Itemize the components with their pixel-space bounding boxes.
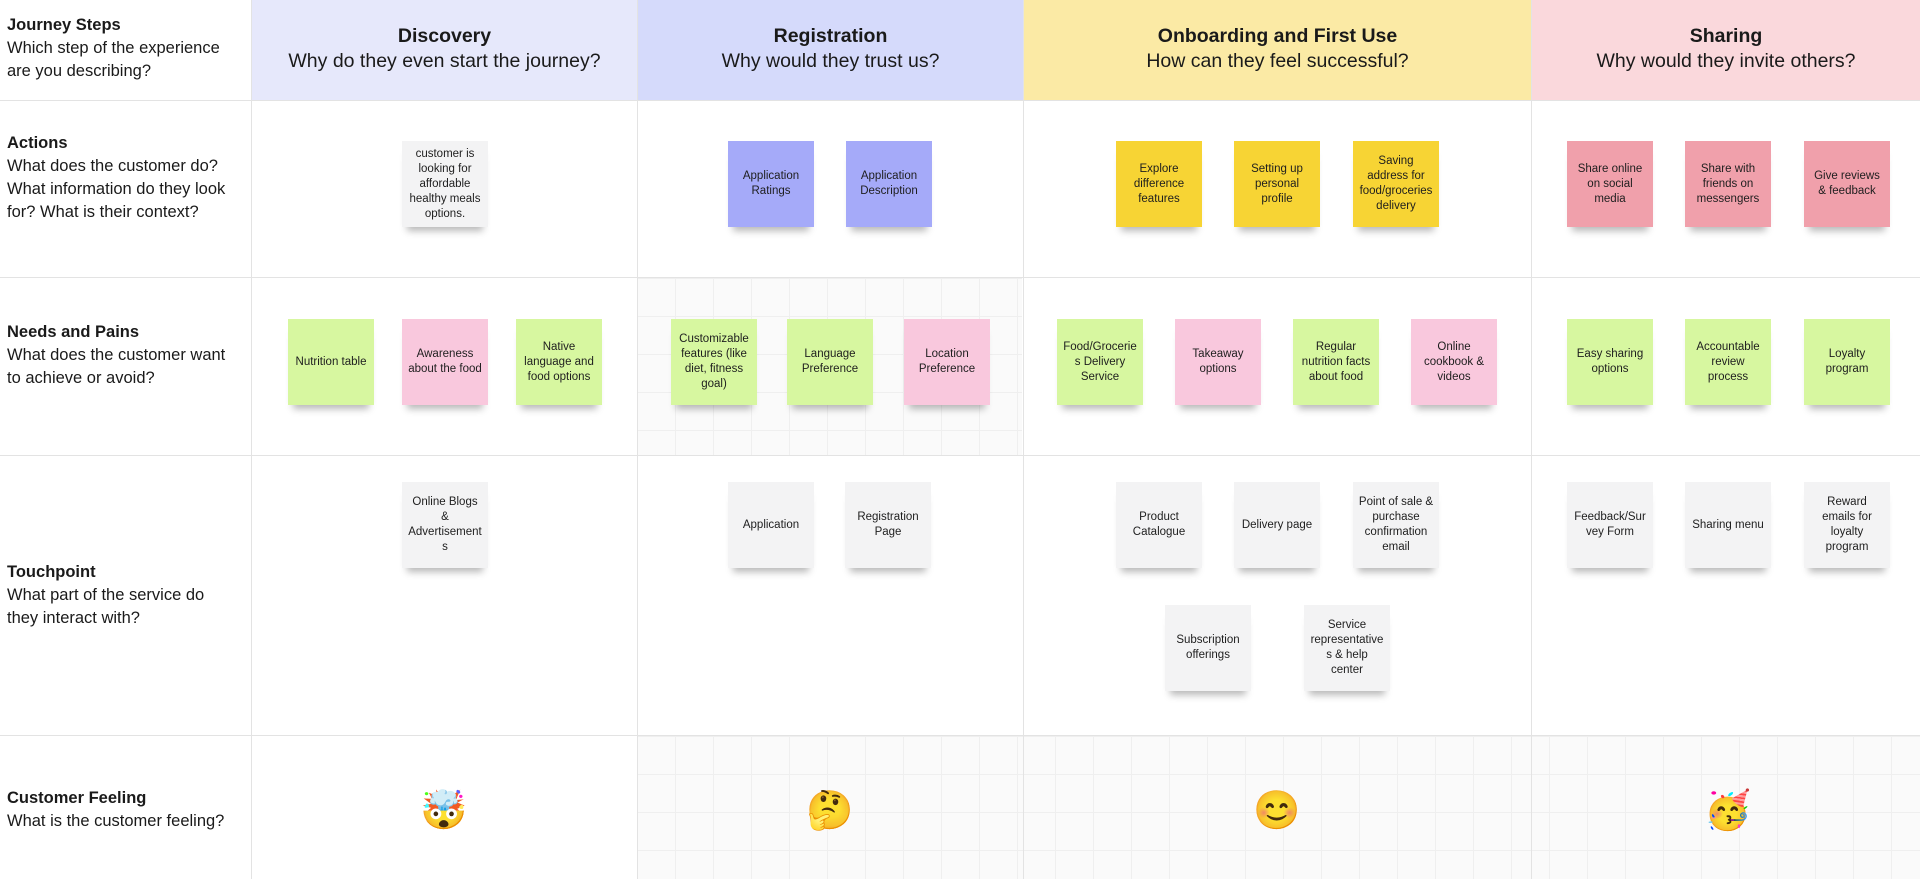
sticky-note[interactable]: Online cookbook & videos: [1411, 319, 1497, 405]
sticky-note[interactable]: Feedback/Survey Form: [1567, 482, 1653, 568]
sticky-note[interactable]: Product Catalogue: [1116, 482, 1202, 568]
row-label-needs-pains: Needs and Pains What does the customer w…: [0, 321, 240, 390]
sticky-note[interactable]: Awareness about the food: [402, 319, 488, 405]
sticky-note[interactable]: Explore difference features: [1116, 141, 1202, 227]
row-desc: What is the customer feeling?: [7, 812, 225, 830]
row-label-touchpoint: Touchpoint What part of the service do t…: [0, 561, 230, 630]
sticky-note[interactable]: Share with friends on messengers: [1685, 141, 1771, 227]
sticky-note[interactable]: Reward emails for loyalty program: [1804, 482, 1890, 568]
sticky-note[interactable]: Food/Groceries Delivery Service: [1057, 319, 1143, 405]
column-question: How can they feel successful?: [1146, 50, 1409, 72]
sticky-note[interactable]: Subscription offerings: [1165, 605, 1251, 691]
column-title: Sharing: [1689, 25, 1763, 47]
sticky-note[interactable]: Application Ratings: [728, 141, 814, 227]
row-label-customer-feeling: Customer Feeling What is the customer fe…: [0, 787, 240, 833]
sticky-note[interactable]: Language Preference: [787, 319, 873, 405]
column-divider: [1023, 0, 1024, 879]
sticky-note[interactable]: Saving address for food/groceries delive…: [1353, 141, 1439, 227]
partying-face-emoji-icon: 🥳: [1704, 790, 1752, 832]
sticky-note[interactable]: Customizable features (like diet, fitnes…: [671, 319, 757, 405]
column-question: Why would they invite others?: [1596, 50, 1856, 72]
row-divider: [0, 277, 1920, 278]
sticky-note[interactable]: Takeaway options: [1175, 319, 1261, 405]
column-question: Why would they trust us?: [721, 50, 940, 72]
row-divider: [0, 455, 1920, 456]
row-desc: Which step of the experience are you des…: [7, 39, 220, 80]
thinking-face-emoji-icon: 🤔: [806, 790, 854, 832]
sticky-note[interactable]: Application Description: [846, 141, 932, 227]
row-desc: What does the customer do? What informat…: [7, 157, 226, 221]
row-title: Customer Feeling: [7, 789, 147, 807]
sticky-note[interactable]: Nutrition table: [288, 319, 374, 405]
row-title: Touchpoint: [7, 563, 96, 581]
column-header-onboarding: Onboarding and First Use How can they fe…: [1024, 0, 1531, 100]
sticky-note[interactable]: Native language and food options: [516, 319, 602, 405]
grid-cell: [637, 736, 1920, 879]
sticky-note[interactable]: Setting up personal profile: [1234, 141, 1320, 227]
row-title: Needs and Pains: [7, 323, 140, 341]
column-divider: [251, 0, 252, 879]
sticky-note[interactable]: Easy sharing options: [1567, 319, 1653, 405]
column-header-registration: Registration Why would they trust us?: [638, 0, 1023, 100]
row-desc: What part of the service do they interac…: [7, 586, 205, 627]
sticky-note[interactable]: Share online on social media: [1567, 141, 1653, 227]
sticky-note[interactable]: Online Blogs & Advertisements: [402, 482, 488, 568]
column-divider: [637, 0, 638, 879]
sticky-note[interactable]: Sharing menu: [1685, 482, 1771, 568]
column-question: Why do they even start the journey?: [288, 50, 601, 72]
sticky-note[interactable]: Registration Page: [845, 482, 931, 568]
exploding-head-emoji-icon: 🤯: [420, 790, 468, 832]
row-desc: What does the customer want to achieve o…: [7, 346, 226, 387]
row-divider: [0, 100, 1920, 101]
column-title: Discovery: [397, 25, 492, 47]
sticky-note[interactable]: Accountable review process: [1685, 319, 1771, 405]
row-title: Journey Steps: [7, 16, 121, 34]
column-header-sharing: Sharing Why would they invite others?: [1532, 0, 1920, 100]
row-label-journey-steps: Journey Steps Which step of the experien…: [0, 14, 240, 83]
smiling-face-emoji-icon: 😊: [1253, 790, 1301, 832]
column-title: Onboarding and First Use: [1157, 25, 1398, 47]
sticky-note[interactable]: Regular nutrition facts about food: [1293, 319, 1379, 405]
column-divider: [1531, 0, 1532, 879]
sticky-note[interactable]: customer is looking for affordable healt…: [402, 141, 488, 227]
row-label-actions: Actions What does the customer do? What …: [0, 132, 235, 224]
sticky-note[interactable]: Loyalty program: [1804, 319, 1890, 405]
sticky-note[interactable]: Application: [728, 482, 814, 568]
row-divider: [0, 735, 1920, 736]
row-title: Actions: [7, 134, 68, 152]
sticky-note[interactable]: Point of sale & purchase confirmation em…: [1353, 482, 1439, 568]
sticky-note[interactable]: Service representatives & help center: [1304, 605, 1390, 691]
sticky-note[interactable]: Give reviews & feedback: [1804, 141, 1890, 227]
column-title: Registration: [773, 25, 888, 47]
column-header-discovery: Discovery Why do they even start the jou…: [252, 0, 637, 100]
sticky-note[interactable]: Location Preference: [904, 319, 990, 405]
sticky-note[interactable]: Delivery page: [1234, 482, 1320, 568]
